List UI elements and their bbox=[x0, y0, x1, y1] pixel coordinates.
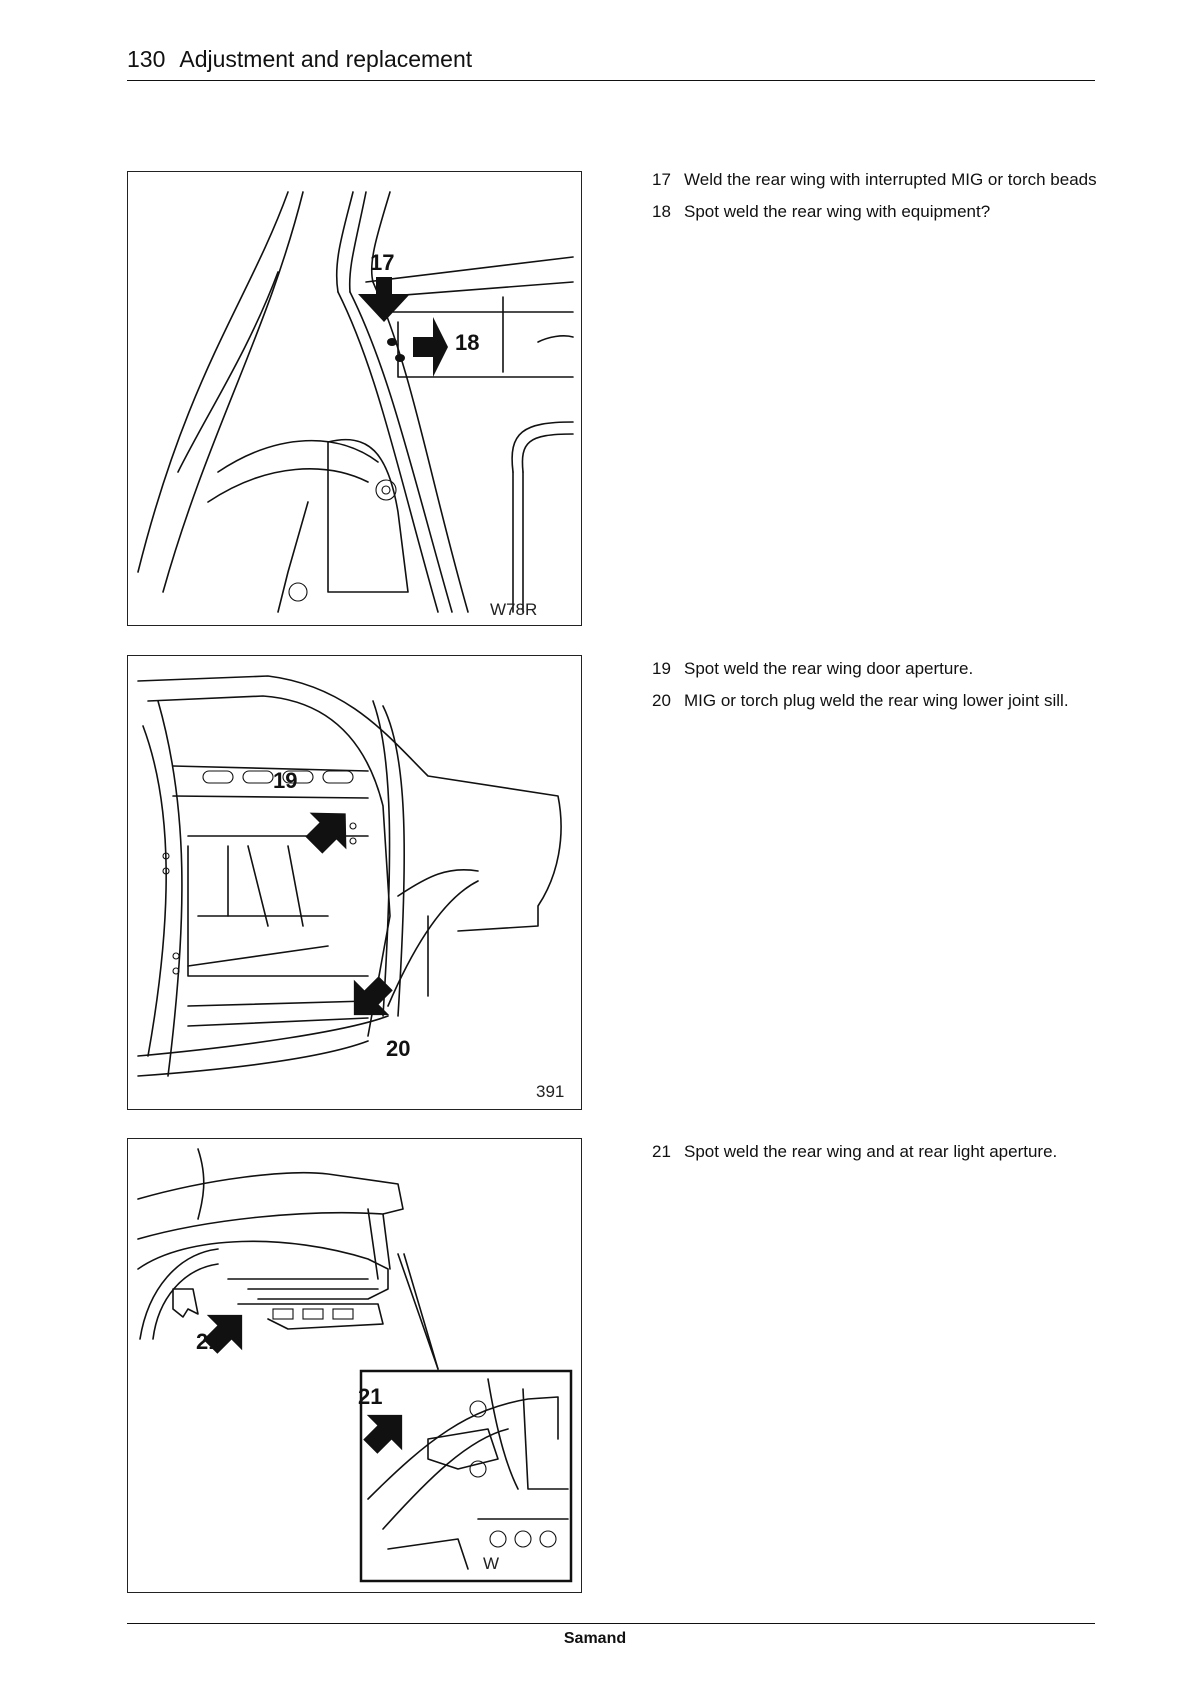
c-pillar-illustration bbox=[137, 191, 574, 613]
step-text: Spot weld the rear wing and at rear ligh… bbox=[684, 1142, 1058, 1161]
step-21: 21 Spot weld the rear wing and at rear l… bbox=[652, 1139, 1097, 1165]
steps-group-1: 17 Weld the rear wing with interrupted M… bbox=[652, 167, 1097, 231]
figure-code: W bbox=[483, 1554, 500, 1573]
step-20: 20 MIG or torch plug weld the rear wing … bbox=[652, 688, 1097, 714]
step-number: 19 bbox=[652, 659, 671, 678]
callout-19: 19 bbox=[273, 768, 298, 793]
step-18: 18 Spot weld the rear wing with equipmen… bbox=[652, 199, 1097, 225]
step-number: 21 bbox=[652, 1142, 671, 1161]
step-17: 17 Weld the rear wing with interrupted M… bbox=[652, 167, 1097, 193]
callout-18: 18 bbox=[455, 330, 480, 355]
step-number: 18 bbox=[652, 202, 671, 221]
footer-divider bbox=[127, 1623, 1095, 1624]
page-header: 130 Adjustment and replacement bbox=[127, 44, 1095, 81]
callout-17: 17 bbox=[370, 250, 395, 275]
step-text: Weld the rear wing with interrupted MIG … bbox=[684, 170, 1097, 189]
step-text: Spot weld the rear wing with equipment? bbox=[684, 202, 991, 221]
footer-brand: Samand bbox=[563, 1630, 627, 1647]
step-19: 19 Spot weld the rear wing door aperture… bbox=[652, 656, 1097, 682]
figure-rear-light-aperture: 21 21 W bbox=[127, 1138, 582, 1593]
callout-20: 20 bbox=[386, 1036, 411, 1061]
figure-rear-wing-door-aperture: 19 20 391 bbox=[127, 655, 582, 1110]
page-number: 130 bbox=[127, 46, 166, 72]
step-text: MIG or torch plug weld the rear wing low… bbox=[684, 691, 1069, 710]
step-text: Spot weld the rear wing door aperture. bbox=[684, 659, 974, 678]
steps-group-2: 19 Spot weld the rear wing door aperture… bbox=[652, 656, 1097, 720]
steps-group-3: 21 Spot weld the rear wing and at rear l… bbox=[652, 1139, 1097, 1171]
figure-code: 391 bbox=[536, 1082, 565, 1101]
step-number: 17 bbox=[652, 170, 671, 189]
rear-light-aperture-illustration bbox=[137, 1148, 573, 1583]
door-aperture-illustration bbox=[137, 675, 562, 1077]
callout-21-detail: 21 bbox=[358, 1384, 383, 1409]
figure-rear-wing-c-pillar: 17 18 W78R bbox=[127, 171, 582, 626]
step-number: 20 bbox=[652, 691, 671, 710]
page-title: Adjustment and replacement bbox=[179, 46, 473, 72]
callout-21: 21 bbox=[196, 1329, 221, 1354]
figure-code: W78R bbox=[490, 600, 538, 619]
